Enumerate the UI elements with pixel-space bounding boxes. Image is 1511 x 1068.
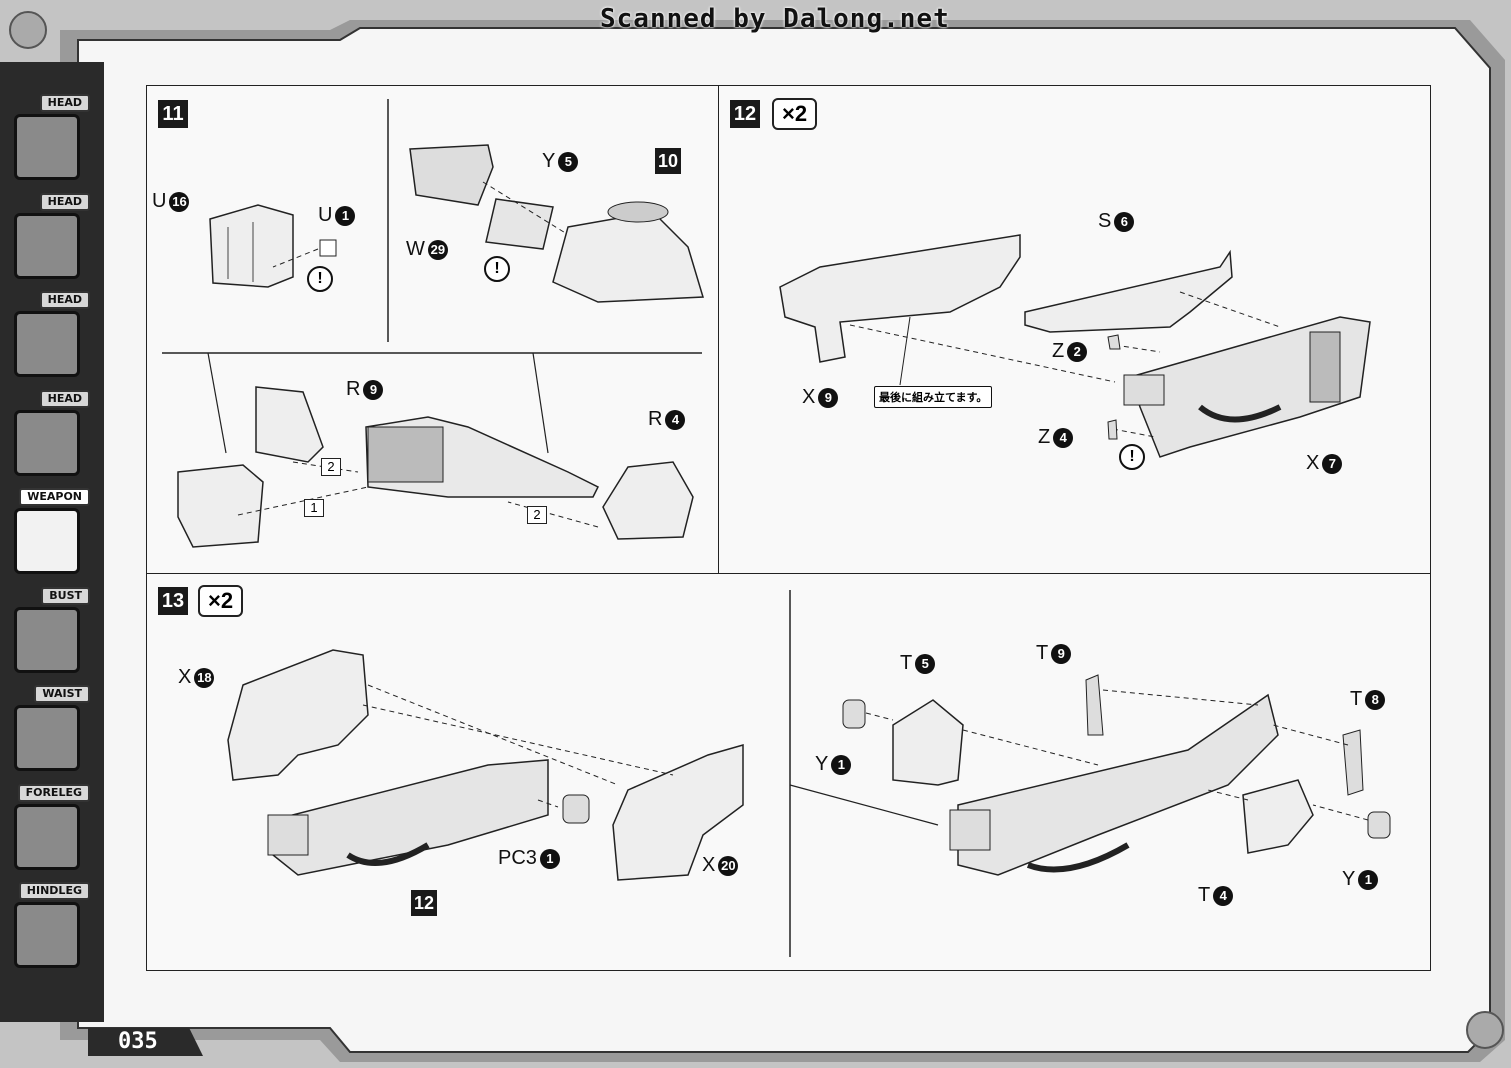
step-12-number: 12 [730,100,760,128]
step-12-note: 最後に組み立てます。 [874,386,993,408]
step-13-number: 13 [158,587,188,615]
scan-credit: Scanned by Dalong.net [600,4,950,34]
step-12-multiplier: ×2 [772,98,818,130]
sidebar-tab-label: HEAD [39,192,90,211]
sidebar-tab-label: HEAD [39,291,90,309]
step-12-warning: ! [1119,444,1145,470]
sidebar-tab-label: HINDLEG [18,882,90,900]
step-13-illustration [227,590,1391,957]
step-11-warning-2: ! [484,256,510,282]
sidebar-tab[interactable]: HEAD [6,94,90,184]
head-icon [14,212,80,279]
sidebar-tab[interactable]: WAIST [6,685,90,775]
hindleg-icon [14,902,80,968]
head-icon [14,114,80,180]
step-11-warning-1: ! [307,266,333,292]
sidebar-tab-label: WAIST [34,685,90,703]
head-icon [14,311,80,377]
sidebar-tab-label: BUST [41,586,90,605]
sidebar-tab[interactable]: HEAD [6,389,90,480]
sidebar-tab-label: FORELEG [17,783,90,802]
bust-icon [14,606,80,673]
foreleg-icon [14,803,80,870]
sidebar-tab[interactable]: HEAD [6,291,90,381]
order-mark: 2 [527,506,547,524]
step-11-number: 11 [158,100,188,128]
step-11-sub-ref: 10 [655,148,681,174]
step-13-sub-ref: 12 [411,890,437,916]
step-11-illustration [162,99,704,548]
waist-icon [14,705,80,771]
sidebar-tab-label: HEAD [39,94,90,112]
head-icon [14,409,80,476]
sidebar-tab[interactable]: BUST [6,586,90,677]
sidebar-tab-label: HEAD [39,389,90,408]
page-number: 035 [88,1028,203,1056]
sidebar-tab-label: WEAPON [19,488,90,506]
weapon-icon [14,508,80,574]
step-13-multiplier: ×2 [198,585,244,617]
order-mark: 1 [304,499,324,517]
sidebar-tab[interactable]: HINDLEG [6,882,90,972]
sidebar-tab[interactable]: FORELEG [6,783,90,874]
order-mark: 2 [321,458,341,476]
sidebar-tab[interactable]: HEAD [6,192,90,283]
sidebar-tab[interactable]: WEAPON [6,488,90,578]
step-12-illustration [779,234,1371,458]
